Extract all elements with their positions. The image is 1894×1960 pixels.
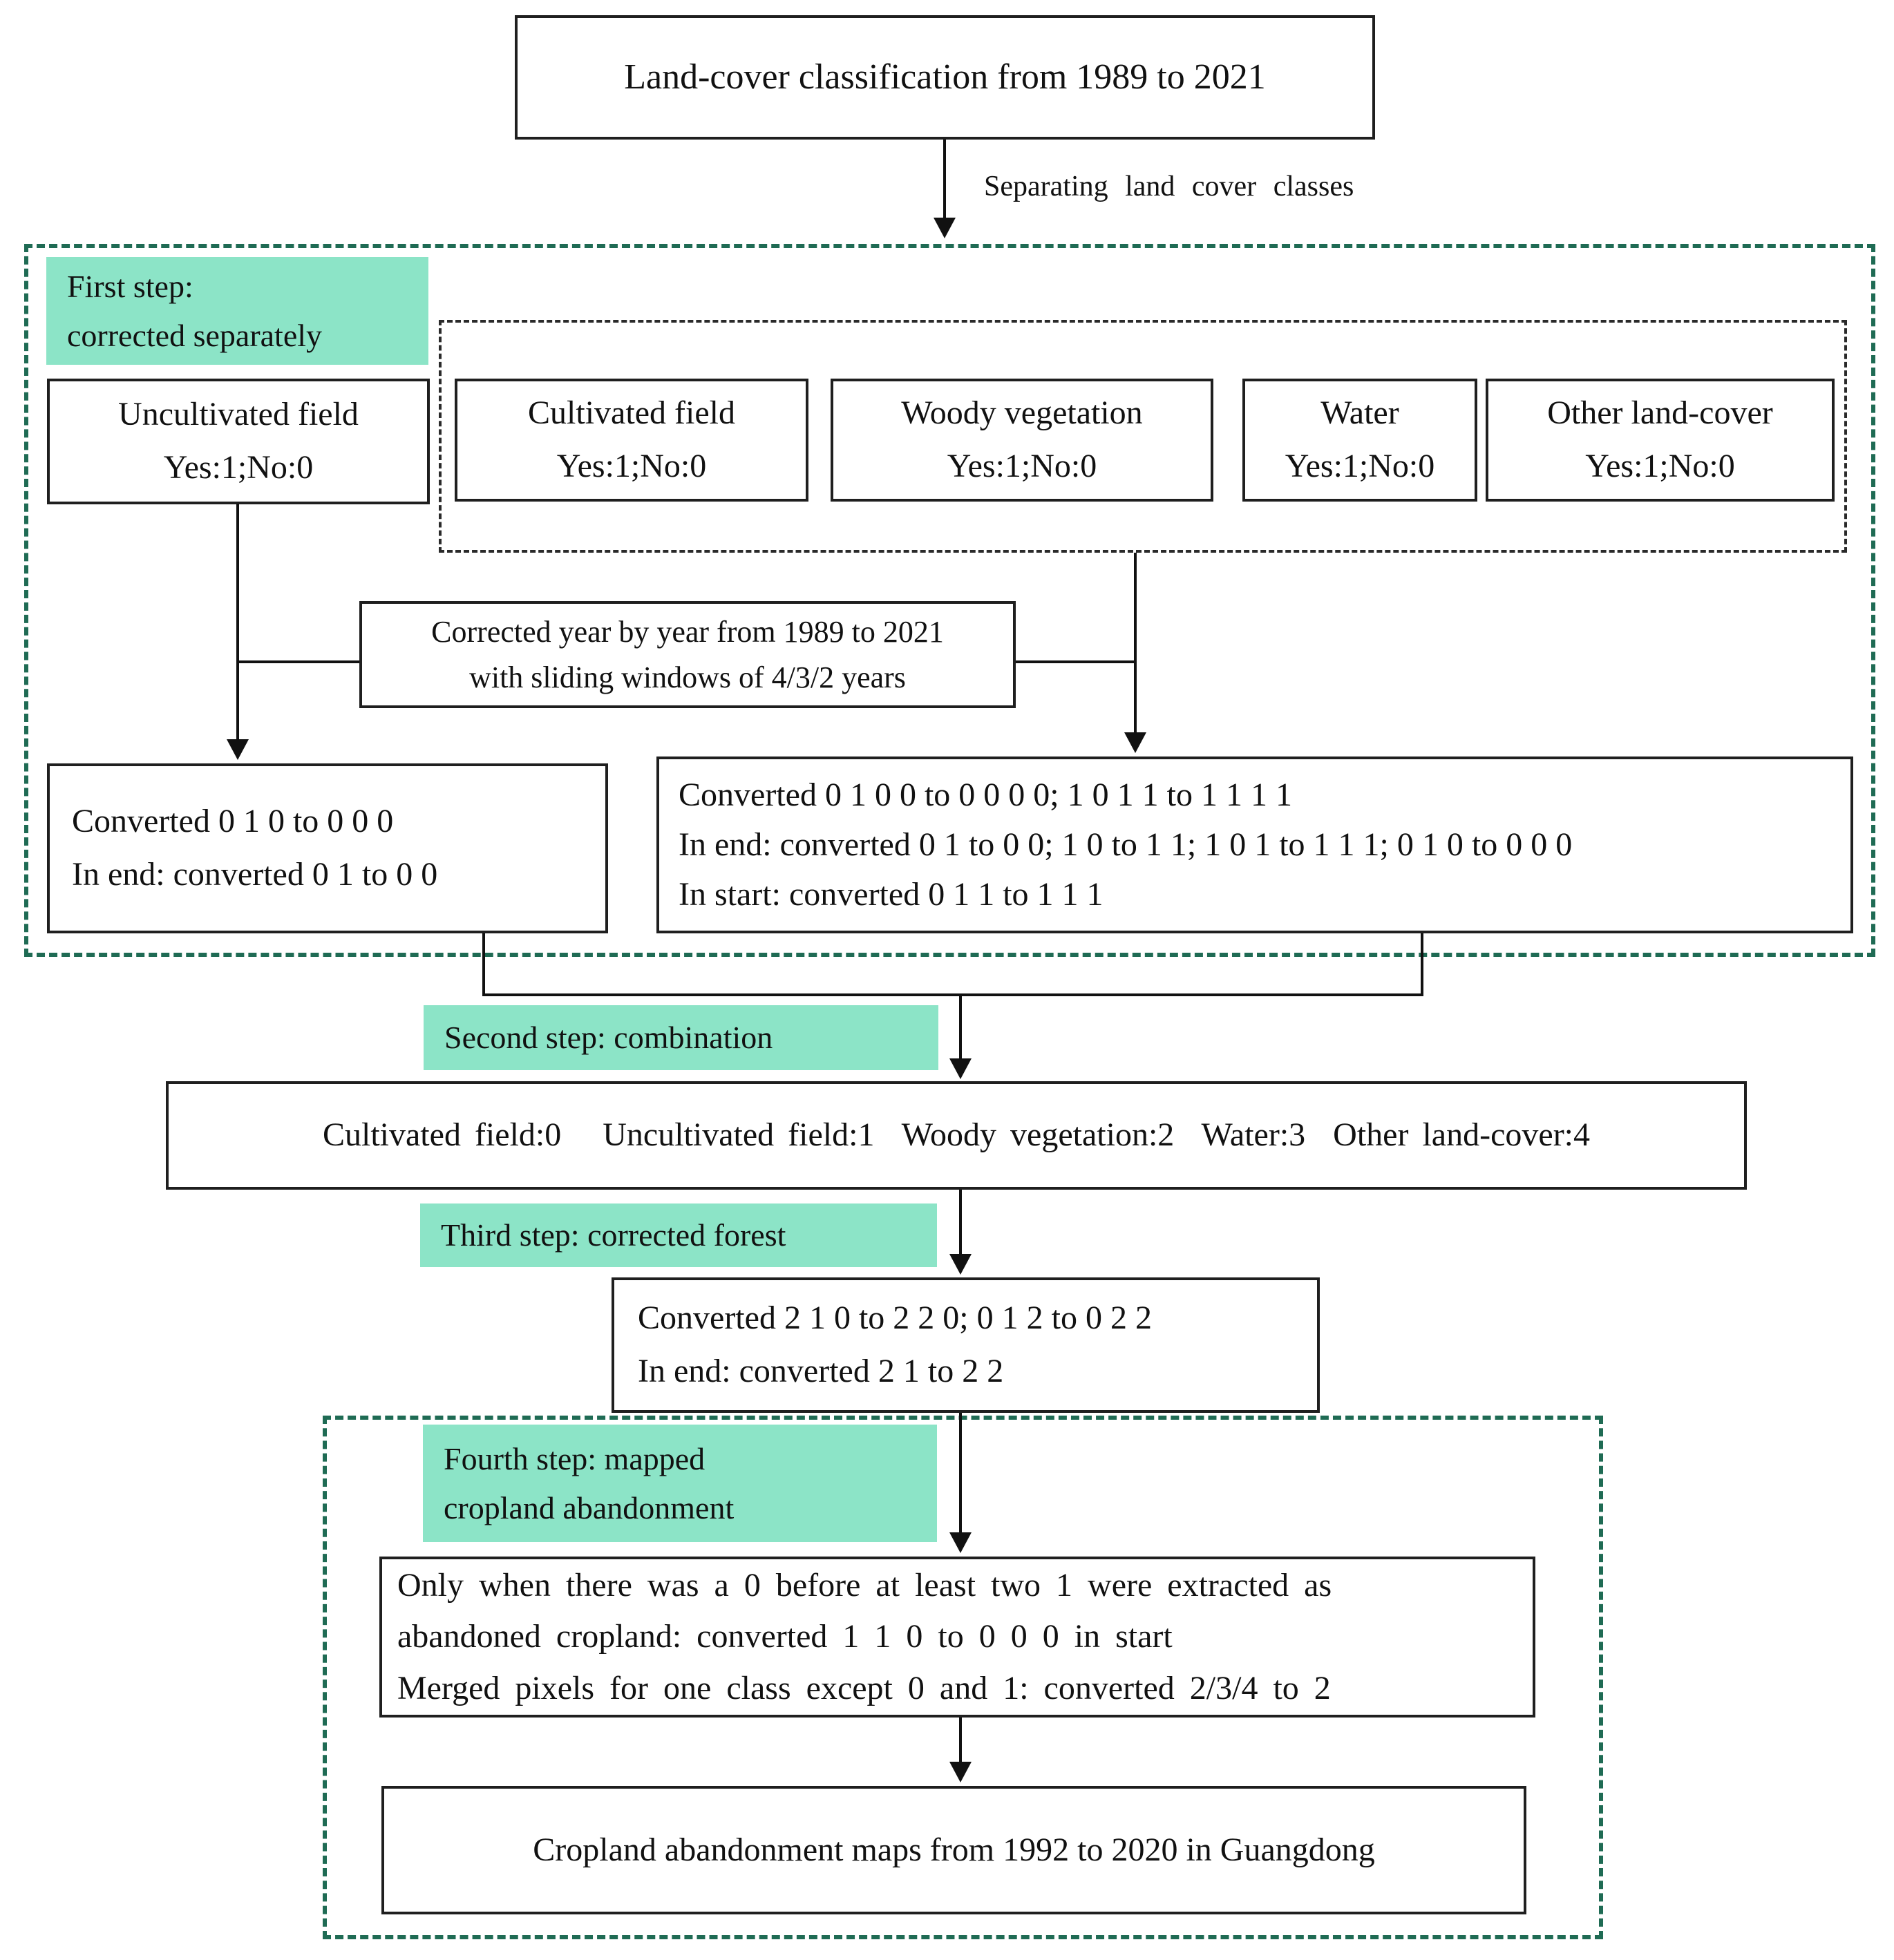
uncultivated-field-name: Uncultivated field <box>118 396 359 433</box>
arrowhead-title-down <box>934 218 956 238</box>
right-result-line2: In end: converted 0 1 to 0 0; 1 0 to 1 1… <box>679 826 1573 863</box>
corrected-note-line1: Corrected year by year from 1989 to 2021 <box>431 614 944 649</box>
separating-label: Separating land cover classes <box>984 171 1354 202</box>
arrowhead-combination <box>949 1058 972 1079</box>
step4-label-line2: cropland abandonment <box>444 1490 735 1525</box>
rule-line1: Only when there was a 0 before at least … <box>397 1566 1332 1604</box>
arrowhead-right-result <box>1124 732 1146 753</box>
left-result-line2: In end: converted 0 1 to 0 0 <box>72 856 438 893</box>
arrowhead-rule <box>949 1532 972 1553</box>
uncultivated-field-code: Yes:1;No:0 <box>163 449 314 486</box>
final-result-text: Cropland abandonment maps from 1992 to 2… <box>533 1831 1375 1868</box>
step4-dashed-container <box>323 1416 1603 1939</box>
step1-label-line1: First step: <box>67 268 193 304</box>
step3-label: Third step: corrected forest <box>420 1203 937 1267</box>
right-result-line1: Converted 0 1 0 0 to 0 0 0 0; 1 0 1 1 to… <box>679 777 1292 813</box>
left-result-line1: Converted 0 1 0 to 0 0 0 <box>72 803 394 840</box>
water-name: Water <box>1320 394 1399 432</box>
rule-line2: abandoned cropland: converted 1 1 0 to 0… <box>397 1618 1173 1655</box>
connector-classes-down <box>1134 553 1137 735</box>
right-result-line3: In start: converted 0 1 1 to 1 1 1 <box>679 876 1104 913</box>
combination-text: Cultivated field:0 Uncultivated field:1 … <box>322 1116 1591 1154</box>
step2-label: Second step: combination <box>424 1005 938 1070</box>
connector-title-down <box>943 140 946 220</box>
left-result-box: Converted 0 1 0 to 0 0 0 In end: convert… <box>47 763 608 933</box>
corrected-note-box: Corrected year by year from 1989 to 2021… <box>359 601 1016 708</box>
woody-vegetation-box: Woody vegetation Yes:1;No:0 <box>831 379 1213 502</box>
combination-box: Cultivated field:0 Uncultivated field:1 … <box>166 1081 1747 1190</box>
woody-vegetation-code: Yes:1;No:0 <box>947 448 1097 484</box>
connector-combination-down <box>959 1190 962 1255</box>
connector-third-down <box>959 1413 962 1534</box>
water-box: Water Yes:1;No:0 <box>1242 379 1477 502</box>
step1-label-line2: corrected separately <box>67 318 323 353</box>
bracket-horizontal <box>482 993 1423 996</box>
woody-vegetation-name: Woody vegetation <box>901 394 1143 432</box>
connector-note-left <box>236 660 361 663</box>
uncultivated-field-box: Uncultivated field Yes:1;No:0 <box>47 379 430 504</box>
step3-label-text: Third step: corrected forest <box>441 1217 786 1253</box>
final-result-box: Cropland abandonment maps from 1992 to 2… <box>381 1786 1526 1914</box>
arrowhead-left-result <box>227 739 249 760</box>
rule-line3: Merged pixels for one class except 0 and… <box>397 1669 1331 1706</box>
corrected-note-line2: with sliding windows of 4/3/2 years <box>469 660 906 694</box>
step1-dashed-container <box>24 244 1875 957</box>
connector-note-right <box>1014 660 1137 663</box>
connector-uncultivated-down <box>236 504 239 742</box>
cultivated-field-name: Cultivated field <box>528 394 735 432</box>
title-box: Land-cover classification from 1989 to 2… <box>515 15 1375 140</box>
classes-dashed-container <box>439 320 1847 553</box>
other-landcover-box: Other land-cover Yes:1;No:0 <box>1486 379 1835 502</box>
step4-label-line1: Fourth step: mapped <box>444 1440 705 1476</box>
arrowhead-third <box>949 1254 972 1275</box>
bracket-right-vertical <box>1421 933 1423 996</box>
step2-label-text: Second step: combination <box>444 1020 773 1056</box>
arrowhead-final <box>949 1762 972 1782</box>
rule-box: Only when there was a 0 before at least … <box>379 1557 1535 1718</box>
step4-label: Fourth step: mapped cropland abandonment <box>423 1425 937 1542</box>
cultivated-field-code: Yes:1;No:0 <box>556 448 707 484</box>
bracket-center-drop <box>959 996 962 1060</box>
other-landcover-code: Yes:1;No:0 <box>1585 448 1735 484</box>
third-step-box: Converted 2 1 0 to 2 2 0; 0 1 2 to 0 2 2… <box>612 1277 1320 1413</box>
other-landcover-name: Other land-cover <box>1547 394 1773 432</box>
third-step-line2: In end: converted 2 1 to 2 2 <box>638 1353 1004 1389</box>
third-step-line1: Converted 2 1 0 to 2 2 0; 0 1 2 to 0 2 2 <box>638 1300 1152 1337</box>
title-text: Land-cover classification from 1989 to 2… <box>624 57 1266 97</box>
step1-label: First step: corrected separately <box>46 257 428 365</box>
connector-rule-down <box>959 1718 962 1763</box>
right-result-box: Converted 0 1 0 0 to 0 0 0 0; 1 0 1 1 to… <box>656 757 1853 933</box>
water-code: Yes:1;No:0 <box>1285 448 1435 484</box>
bracket-left-vertical <box>482 933 485 996</box>
cultivated-field-box: Cultivated field Yes:1;No:0 <box>455 379 808 502</box>
